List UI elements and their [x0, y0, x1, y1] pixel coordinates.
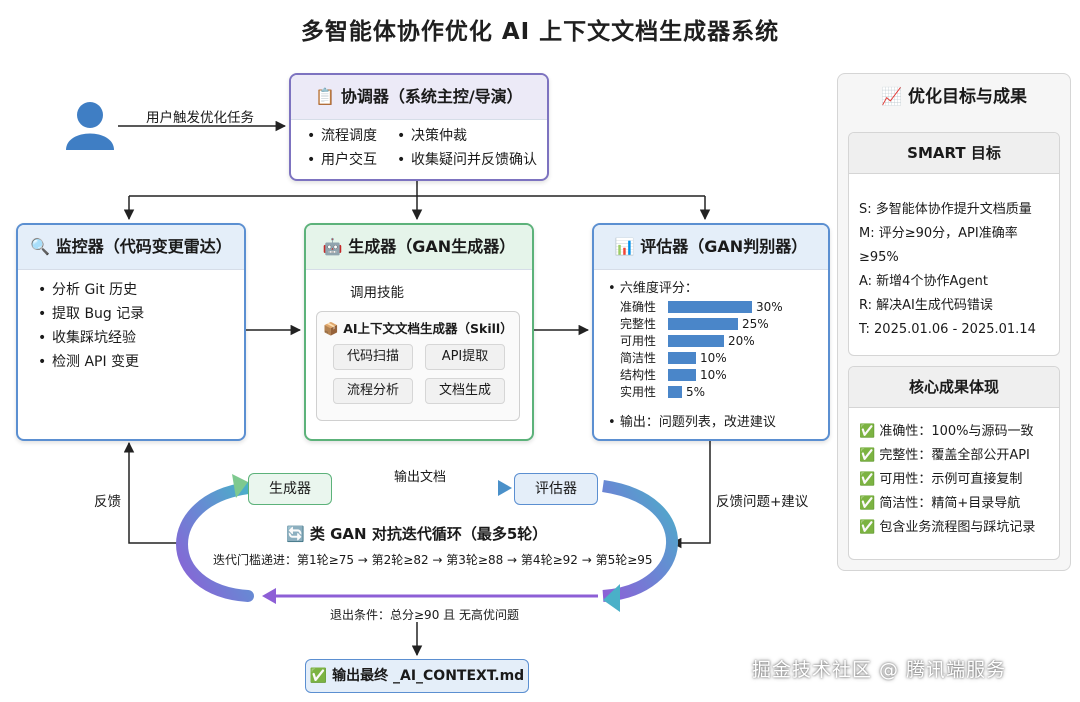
loop-title: 🔄 类 GAN 对抗迭代循环（最多5轮）	[286, 525, 548, 543]
goals-panel: 📈 优化目标与成果 SMART 目标 S: 多智能体协作提升文档质量 M: 评分…	[837, 73, 1071, 571]
result-item: ✅ 简洁性：精简+目录导航	[859, 496, 1021, 511]
results-title: 核心成果体现	[849, 367, 1059, 408]
coordinator-title: 📋 协调器（系统主控/导演）	[291, 75, 547, 120]
final-output-box: ✅ 输出最终 _AI_CONTEXT.md	[305, 659, 529, 693]
dimension-label: 简洁性	[620, 351, 657, 365]
watermark: 掘金技术社区 @ 腾讯端服务	[752, 659, 1007, 681]
skill-pill: 文档生成	[425, 378, 505, 404]
result-item: ✅ 完整性：覆盖全部公开API	[859, 448, 1030, 463]
coordinator-item: 收集疑问并反馈确认	[395, 148, 537, 172]
user-icon	[66, 102, 114, 150]
dimension-label: 实用性	[620, 385, 657, 399]
smart-item: A: 新增4个协作Agent	[859, 274, 988, 289]
smart-panel: SMART 目标 S: 多智能体协作提升文档质量 M: 评分≥90分，API准确…	[848, 132, 1060, 356]
feedback-right-label: 反馈问题+建议	[716, 494, 809, 510]
coordinator-item: 决策仲裁	[395, 124, 537, 148]
page-title: 多智能体协作优化 AI 上下文文档生成器系统	[300, 19, 780, 45]
smart-item: R: 解决AI生成代码错误	[859, 298, 993, 313]
skill-pill: 流程分析	[333, 378, 413, 404]
user-action-label: 用户触发优化任务	[146, 110, 254, 126]
evaluator-box: 📊 评估器（GAN判别器） • 六维度评分： 准确性 30% 完整性 25% 可用性 20…	[592, 223, 830, 441]
goals-title: 📈 优化目标与成果	[880, 87, 1028, 107]
monitor-item: 收集踩坑经验	[36, 326, 244, 350]
dimension-label: 准确性	[620, 300, 657, 314]
loop-generator-box: 生成器	[248, 473, 332, 505]
result-item: ✅ 可用性：示例可直接复制	[859, 472, 1023, 487]
smart-item: ≥95%	[859, 250, 899, 265]
skill-pill: API提取	[425, 344, 505, 370]
result-item: ✅ 包含业务流程图与踩坑记录	[859, 520, 1036, 535]
feedback-left-label: 反馈	[94, 494, 121, 510]
exit-condition: 退出条件：总分≥90 且 无高优问题	[330, 608, 519, 622]
dimension-bar	[668, 318, 738, 330]
smart-item: T: 2025.01.06 - 2025.01.14	[859, 322, 1036, 337]
generator-box: 🤖 生成器（GAN生成器） 调用技能 📦 AI上下文文档生成器（Skill） 代…	[304, 223, 534, 441]
dimension-bar	[668, 335, 724, 347]
dimension-value: 10%	[700, 368, 727, 382]
dimension-value: 30%	[756, 300, 783, 314]
loop-evaluator-box: 评估器	[514, 473, 598, 505]
dimension-bar	[668, 301, 752, 313]
dims-label: • 六维度评分：	[608, 281, 698, 296]
coordinator-box: 📋 协调器（系统主控/导演） 流程调度 用户交互 决策仲裁 收集疑问并反馈确认	[289, 73, 549, 181]
monitor-title: 🔍 监控器（代码变更雷达）	[18, 225, 244, 270]
dimension-label: 完整性	[620, 317, 657, 331]
dimension-value: 5%	[686, 385, 706, 399]
smart-item: M: 评分≥90分，API准确率	[859, 226, 1018, 241]
evaluator-title: 📊 评估器（GAN判别器）	[594, 225, 828, 270]
dimension-value: 10%	[700, 351, 727, 365]
output-doc-label: 输出文档	[394, 470, 447, 485]
call-skill-label: 调用技能	[350, 285, 404, 301]
monitor-item: 检测 API 变更	[36, 350, 244, 374]
smart-title: SMART 目标	[849, 133, 1059, 174]
monitor-box: 🔍 监控器（代码变更雷达） 分析 Git 历史 提取 Bug 记录 收集踩坑经验…	[16, 223, 246, 441]
evaluator-output: • 输出：问题列表，改进建议	[608, 415, 776, 430]
smart-item: S: 多智能体协作提升文档质量	[859, 202, 1032, 217]
coordinator-item: 流程调度	[305, 124, 377, 148]
dimension-value: 25%	[742, 317, 769, 331]
dimension-bar	[668, 386, 682, 398]
loop-thresholds: 迭代门槛递进：第1轮≥75 → 第2轮≥82 → 第3轮≥88 → 第4轮≥92…	[213, 553, 653, 567]
results-panel: 核心成果体现 ✅ 准确性：100%与源码一致 ✅ 完整性：覆盖全部公开API ✅…	[848, 366, 1060, 560]
result-item: ✅ 准确性：100%与源码一致	[859, 424, 1034, 439]
generator-title: 🤖 生成器（GAN生成器）	[306, 225, 532, 270]
dimension-label: 可用性	[620, 334, 657, 348]
dimension-label: 结构性	[620, 368, 657, 382]
monitor-item: 分析 Git 历史	[36, 278, 244, 302]
coordinator-item: 用户交互	[305, 148, 377, 172]
monitor-item: 提取 Bug 记录	[36, 302, 244, 326]
skill-box: 📦 AI上下文文档生成器（Skill） 代码扫描 API提取 流程分析 文档生成	[316, 311, 520, 421]
skill-pill: 代码扫描	[333, 344, 413, 370]
dimension-bar	[668, 352, 696, 364]
dimension-bar	[668, 369, 696, 381]
dimension-value: 20%	[728, 334, 755, 348]
skill-title: 📦 AI上下文文档生成器（Skill）	[323, 321, 513, 336]
